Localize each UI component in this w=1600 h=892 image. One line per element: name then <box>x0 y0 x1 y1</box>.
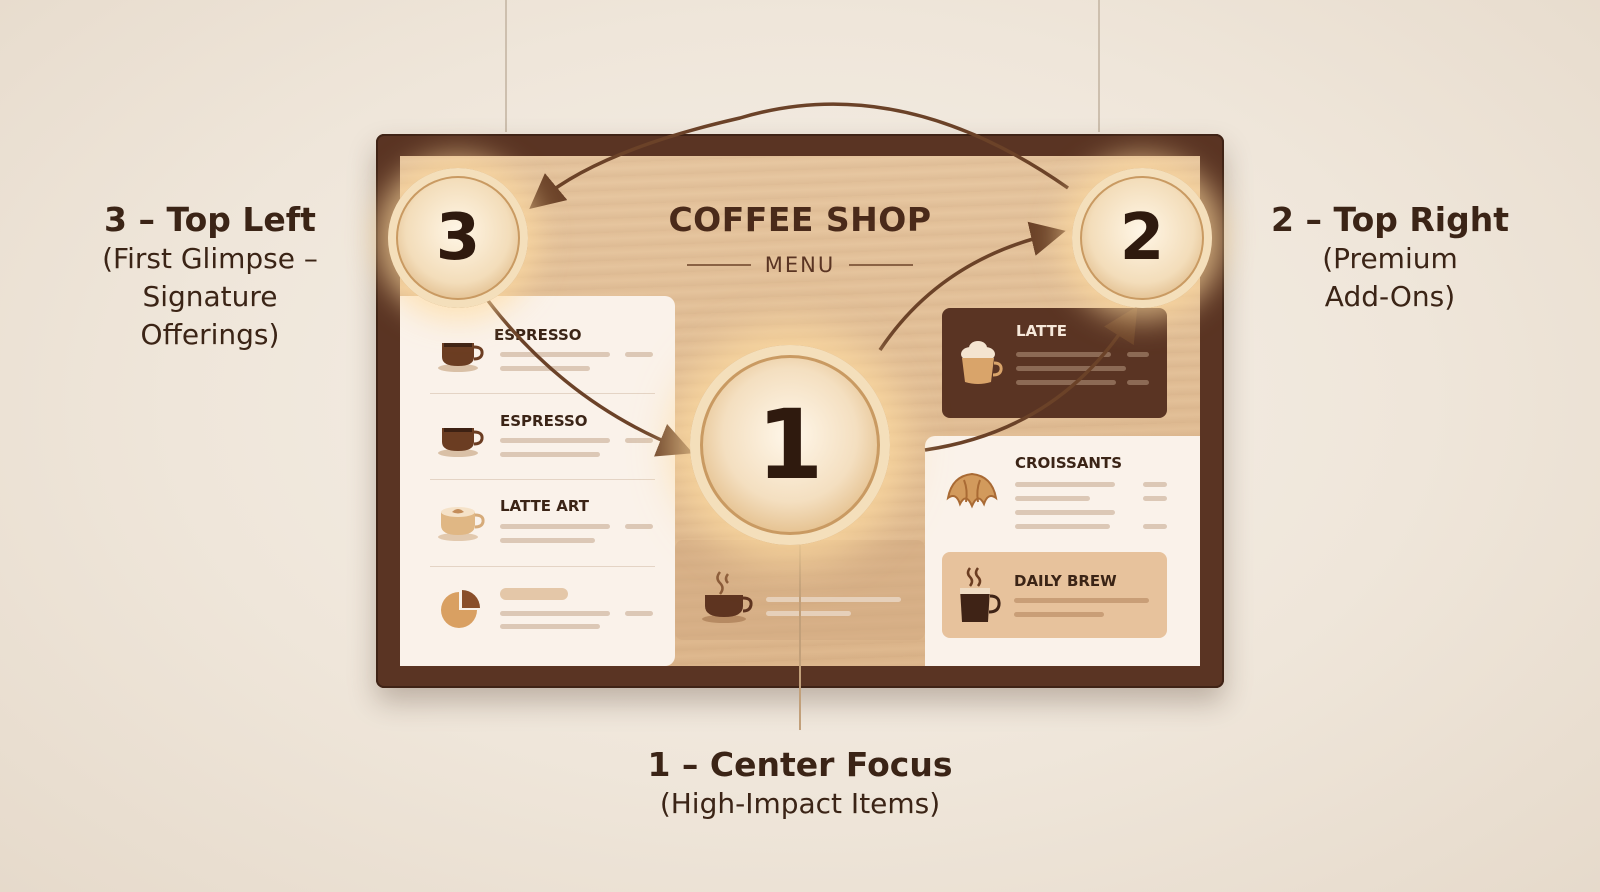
callout-title: 3 – Top Left <box>104 200 316 239</box>
description-line <box>1015 496 1090 501</box>
price-line <box>1127 380 1149 385</box>
price-line <box>1143 496 1167 501</box>
price-line <box>1127 352 1149 357</box>
left-item-label: ESPRESSO <box>494 326 582 344</box>
description-line <box>1015 524 1110 529</box>
subtitle-rule-right <box>849 264 914 266</box>
callout-desc-line: Add-Ons) <box>1324 280 1456 313</box>
callout-top-left: 3 – Top Left (First Glimpse – Signature … <box>60 200 360 354</box>
pastry-icon <box>441 590 480 628</box>
badge-3: 3 <box>388 168 528 308</box>
menu-subtitle-row: MENU <box>680 250 920 280</box>
menu-title: COFFEE SHOP <box>668 200 932 239</box>
right-item-label: DAILY BREW <box>1014 572 1117 590</box>
hanging-wire-left <box>505 0 507 132</box>
item-divider <box>430 566 655 567</box>
price-line <box>625 438 653 443</box>
description-line <box>500 452 600 457</box>
left-item-label: LATTE ART <box>500 497 589 515</box>
hanging-wire-right <box>1098 0 1100 132</box>
callout-desc-line: Offerings) <box>140 318 280 351</box>
description-line <box>766 611 851 616</box>
description-line <box>1016 352 1111 357</box>
price-line <box>1143 524 1167 529</box>
brew-mug-icon <box>960 567 1001 622</box>
description-line <box>500 366 590 371</box>
croissant-icon <box>946 472 998 509</box>
whipped-latte-icon <box>961 341 1003 384</box>
description-line <box>1014 612 1104 617</box>
right-item-label: LATTE <box>1016 322 1068 340</box>
description-line <box>1014 598 1149 603</box>
price-line <box>625 524 653 529</box>
daily-brew-card: DAILY BREW <box>942 552 1167 638</box>
callout-desc-line: Signature <box>142 280 278 313</box>
callout-center: 1 – Center Focus (High-Impact Items) <box>560 745 1040 823</box>
description-line <box>500 438 610 443</box>
subtitle-rule-left <box>686 264 751 266</box>
callout-desc-line: (High-Impact Items) <box>659 787 941 820</box>
price-line <box>1143 482 1167 487</box>
callout-title: 2 – Top Right <box>1271 200 1509 239</box>
coffee-cup-icon <box>438 428 484 457</box>
description-line <box>500 524 610 529</box>
coffee-cup-icon <box>438 343 484 372</box>
callout-desc-line: (Premium <box>1322 242 1458 275</box>
callout-desc-line: (First Glimpse – <box>102 242 318 275</box>
description-line <box>500 352 610 357</box>
menu-subtitle: MENU <box>764 253 836 277</box>
description-line <box>500 611 610 616</box>
item-divider <box>430 479 655 480</box>
price-line <box>625 352 653 357</box>
description-line <box>1016 366 1126 371</box>
badge-1: 1 <box>690 345 890 545</box>
price-line <box>625 611 653 616</box>
badge-2: 2 <box>1072 168 1212 308</box>
label-placeholder <box>500 588 568 600</box>
description-line <box>1016 380 1116 385</box>
description-line <box>766 597 901 602</box>
description-line <box>500 624 600 629</box>
callout-title: 1 – Center Focus <box>647 745 953 784</box>
description-line <box>1015 510 1115 515</box>
right-item-label: CROISSANTS <box>1015 454 1123 472</box>
latte-art-cup-icon <box>438 507 485 541</box>
item-divider <box>430 393 655 394</box>
description-line <box>1015 482 1115 487</box>
steaming-cup-icon <box>702 571 753 623</box>
left-item-label: ESPRESSO <box>500 412 588 430</box>
description-line <box>500 538 595 543</box>
callout-top-right: 2 – Top Right (Premium Add-Ons) <box>1240 200 1540 316</box>
